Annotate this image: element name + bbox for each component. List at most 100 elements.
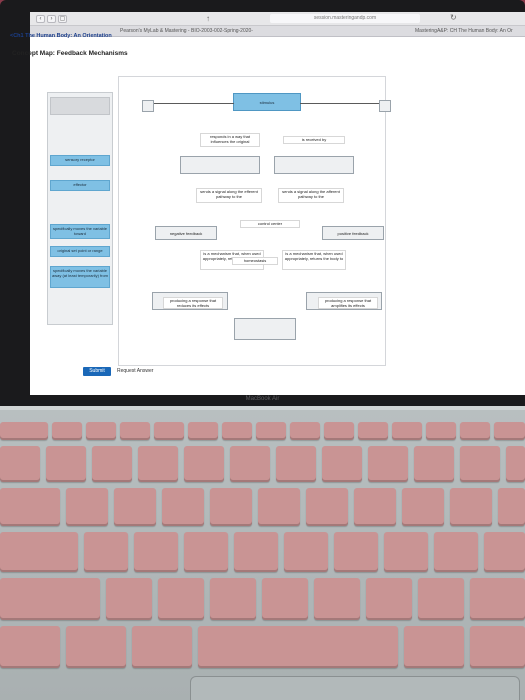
drop-target-sensory-slot[interactable]	[274, 156, 354, 174]
spacebar-key[interactable]	[198, 626, 398, 668]
share-icon[interactable]: ↑	[206, 14, 210, 23]
key[interactable]	[0, 532, 78, 572]
sidebar-toggle-button[interactable]: ‹	[36, 15, 45, 23]
drop-target-bottom-center[interactable]	[234, 318, 296, 340]
stimulus-box[interactable]: stimulus	[233, 93, 301, 111]
key[interactable]	[0, 488, 60, 526]
key[interactable]	[470, 626, 525, 668]
key[interactable]	[322, 446, 362, 482]
back-button[interactable]: ›	[47, 15, 56, 23]
key[interactable]	[414, 446, 454, 482]
submit-button[interactable]: Submit	[83, 367, 111, 376]
key[interactable]	[460, 422, 490, 440]
key[interactable]	[66, 488, 108, 526]
key[interactable]	[184, 532, 228, 572]
key[interactable]	[402, 488, 444, 526]
key[interactable]	[138, 446, 178, 482]
key[interactable]	[210, 578, 256, 620]
key[interactable]	[222, 422, 252, 440]
link-responds-in-way: responds in a way that influences the or…	[200, 133, 260, 147]
page-title: Concept Map: Feedback Mechanisms	[12, 50, 128, 57]
label-bank-item-effector[interactable]: effector	[50, 180, 110, 191]
request-answer-link[interactable]: Request Answer	[117, 368, 154, 374]
key[interactable]	[66, 626, 126, 668]
key[interactable]	[256, 422, 286, 440]
negative-feedback-box[interactable]: negative feedback	[155, 226, 217, 240]
key[interactable]	[234, 532, 278, 572]
key[interactable]	[132, 626, 192, 668]
tab-strip: Pearson's MyLab & Mastering - BIO-2003-0…	[30, 26, 525, 37]
key[interactable]	[134, 532, 178, 572]
drop-target-effector-slot[interactable]	[180, 156, 260, 174]
key[interactable]	[434, 532, 478, 572]
link-mechanism-positive: is a mechanism that, when used appropria…	[282, 250, 346, 270]
key[interactable]	[114, 488, 156, 526]
browser-toolbar: ‹ › ▢ ↑ session.masteringandp.com ↻	[30, 12, 525, 26]
drop-target-top-right[interactable]	[379, 100, 391, 112]
key[interactable]	[498, 488, 525, 526]
key[interactable]	[210, 488, 252, 526]
key[interactable]	[404, 626, 464, 668]
key[interactable]	[306, 488, 348, 526]
tabs-button[interactable]: ▢	[58, 15, 67, 23]
key[interactable]	[418, 578, 464, 620]
key[interactable]	[262, 578, 308, 620]
key[interactable]	[484, 532, 525, 572]
key[interactable]	[334, 532, 378, 572]
key[interactable]	[258, 488, 300, 526]
key[interactable]	[460, 446, 500, 482]
key[interactable]	[426, 422, 456, 440]
key[interactable]	[284, 532, 328, 572]
breadcrumb[interactable]: <Ch1 The Human Body: An Orientation	[10, 33, 112, 39]
reload-icon[interactable]: ↻	[450, 13, 457, 22]
key[interactable]	[162, 488, 204, 526]
key[interactable]	[46, 446, 86, 482]
label-bank-item-sensory-receptor[interactable]: sensory receptor	[50, 155, 110, 166]
key[interactable]	[0, 626, 60, 668]
key[interactable]	[52, 422, 82, 440]
key[interactable]	[276, 446, 316, 482]
key[interactable]	[184, 446, 224, 482]
key[interactable]	[290, 422, 320, 440]
link-producing-amplifies: producing a response that amplifies its …	[318, 297, 378, 309]
key[interactable]	[506, 446, 525, 482]
link-homeostasis: homeostasis	[232, 257, 278, 265]
key[interactable]	[354, 488, 396, 526]
key[interactable]	[158, 578, 204, 620]
key[interactable]	[368, 446, 408, 482]
key[interactable]	[154, 422, 184, 440]
key[interactable]	[0, 446, 40, 482]
key[interactable]	[314, 578, 360, 620]
address-bar[interactable]: session.masteringandp.com	[270, 14, 420, 23]
key[interactable]	[188, 422, 218, 440]
label-bank-item-moves-away[interactable]: specifically moves the variable away (at…	[50, 266, 110, 288]
key[interactable]	[494, 422, 525, 440]
tab-mastering[interactable]: MasteringA&P: CH The Human Body: An Or	[415, 28, 513, 34]
laptop-brand-label: MacBook Air	[245, 396, 280, 402]
touchpad[interactable]	[190, 676, 520, 700]
key[interactable]	[450, 488, 492, 526]
key[interactable]	[324, 422, 354, 440]
link-sends-signal-efferent: sends a signal along the efferent pathwa…	[196, 188, 262, 203]
key[interactable]	[92, 446, 132, 482]
key[interactable]	[366, 578, 412, 620]
tab-mylab[interactable]: Pearson's MyLab & Mastering - BIO-2003-0…	[120, 28, 253, 34]
key[interactable]	[84, 532, 128, 572]
label-bank-item-moves-toward[interactable]: specifically moves the variable toward	[50, 224, 110, 239]
key[interactable]	[86, 422, 116, 440]
key[interactable]	[392, 422, 422, 440]
key[interactable]	[384, 532, 428, 572]
positive-feedback-box[interactable]: positive feedback	[322, 226, 384, 240]
key[interactable]	[470, 578, 525, 620]
label-bank-slot-empty[interactable]	[50, 97, 110, 115]
link-is-received-by: is received by	[283, 136, 345, 144]
key[interactable]	[0, 422, 48, 440]
key[interactable]	[106, 578, 152, 620]
key[interactable]	[120, 422, 150, 440]
label-bank-item-set-point[interactable]: original set point or range	[50, 246, 110, 257]
drop-target-top-left[interactable]	[142, 100, 154, 112]
key[interactable]	[230, 446, 270, 482]
link-producing-reduces: producing a response that reduces its ef…	[163, 297, 223, 309]
key[interactable]	[358, 422, 388, 440]
key[interactable]	[0, 578, 100, 620]
